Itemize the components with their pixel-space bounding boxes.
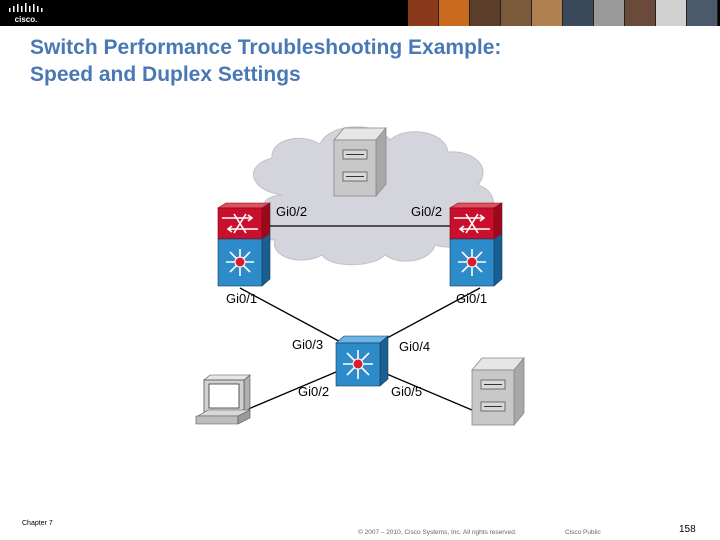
copyright-text: © 2007 – 2010, Cisco Systems, Inc. All r… (358, 529, 517, 536)
header-photo (501, 0, 532, 26)
server-icon (333, 126, 387, 198)
link-left-to-access (239, 287, 347, 346)
header-bar: cisco. (0, 0, 720, 26)
port-label-access-gi03: Gi0/3 (292, 337, 323, 352)
link-access-to-server (381, 371, 473, 411)
port-label-right-gi01: Gi0/1 (456, 291, 487, 306)
header-photo (656, 0, 687, 26)
header-photo (687, 0, 718, 26)
port-label-right-gi02: Gi0/2 (411, 204, 442, 219)
slide-title: Switch Performance Troubleshooting Examp… (30, 34, 670, 88)
port-label-access-gi05: Gi0/5 (391, 384, 422, 399)
port-label-left-gi01: Gi0/1 (226, 291, 257, 306)
page-number: 158 (679, 524, 696, 535)
header-photo (439, 0, 470, 26)
header-photo (408, 0, 439, 26)
header-photo (625, 0, 656, 26)
classification-label: Cisco Public (565, 529, 601, 536)
port-label-access-gi02: Gi0/2 (298, 384, 329, 399)
port-label-access-gi04: Gi0/4 (399, 339, 430, 354)
title-line-1: Switch Performance Troubleshooting Examp… (30, 36, 502, 59)
multilayer-switch-right-icon (448, 202, 504, 287)
photo-strip (408, 0, 720, 26)
chapter-label: Chapter 7 (22, 520, 53, 527)
multilayer-switch-left-icon (216, 202, 272, 287)
cisco-logo: cisco. (9, 3, 43, 24)
pc-icon (195, 374, 252, 425)
port-label-left-gi02: Gi0/2 (276, 204, 307, 219)
title-line-2: Speed and Duplex Settings (30, 63, 301, 86)
link-right-to-access (373, 287, 481, 346)
header-photo (470, 0, 501, 26)
file-server-icon (471, 356, 525, 427)
access-switch-icon (335, 335, 389, 387)
link-access-to-pc (245, 371, 337, 411)
header-photo (563, 0, 594, 26)
logo-text: cisco. (15, 15, 38, 24)
header-photo (532, 0, 563, 26)
header-photo (594, 0, 625, 26)
